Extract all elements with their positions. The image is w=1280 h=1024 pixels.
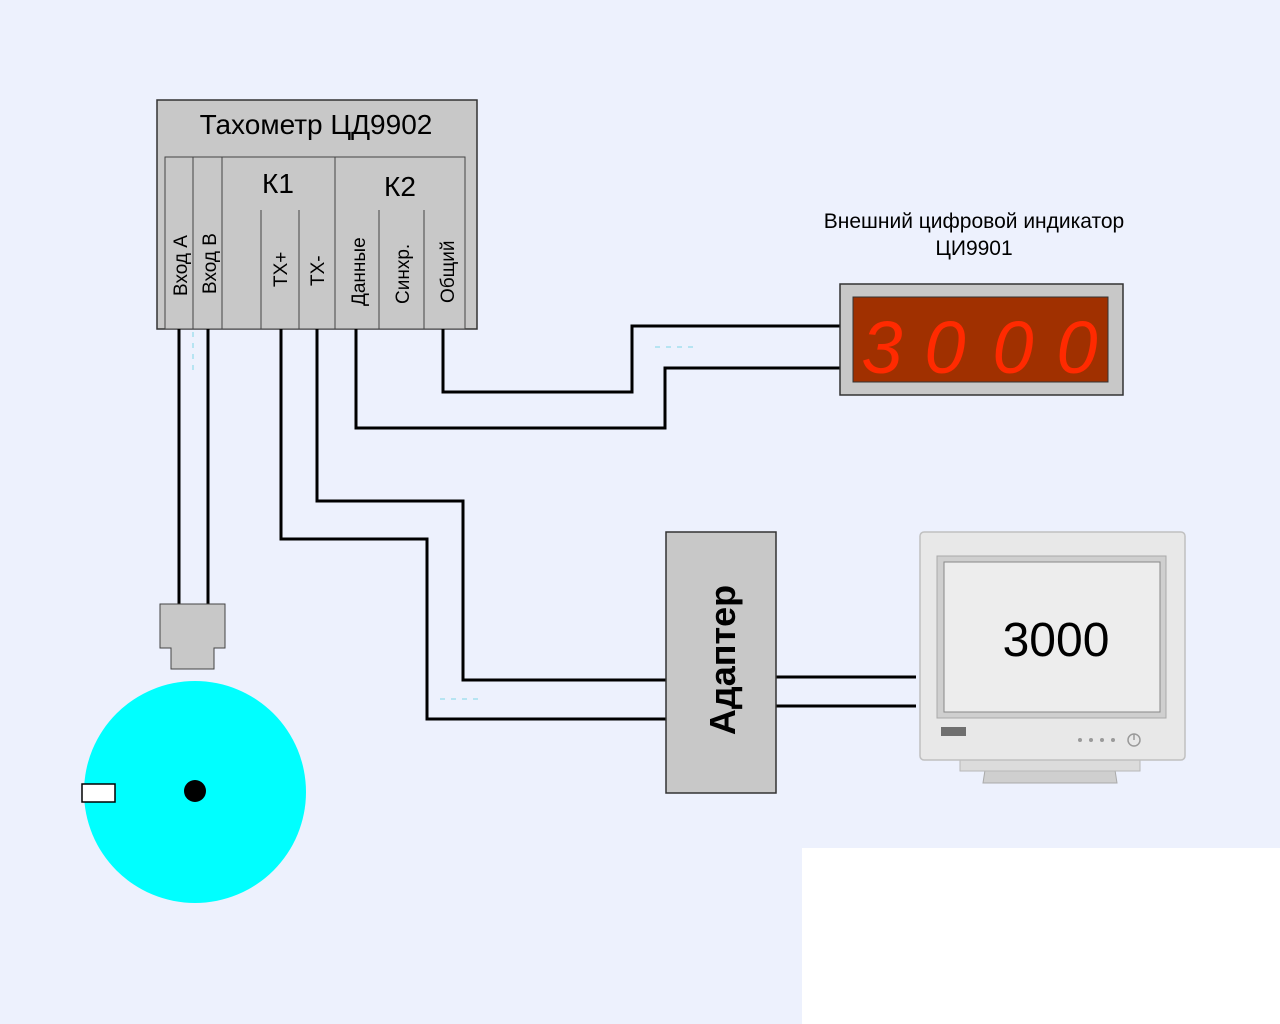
disk-axle xyxy=(184,780,206,802)
indicator-digit: 0 xyxy=(1056,306,1097,389)
computer-monitor: 3000 xyxy=(919,531,1186,784)
tachometer-block: Тахометр ЦД9902 К1 К2 Вход А Вход В ТХ+ … xyxy=(156,99,478,330)
indicator-digit: 3 xyxy=(861,306,902,389)
pin-input-a: Вход А xyxy=(171,235,192,296)
pin-common: Общий xyxy=(438,240,459,303)
indicator-digit: 0 xyxy=(924,306,965,389)
tachometer-title: Тахометр ЦД9902 xyxy=(200,109,433,140)
external-indicator: Внешний цифровой индикатор ЦИ9901 3 0 0 … xyxy=(824,210,1125,396)
indicator-screen xyxy=(852,296,1109,383)
monitor-controls xyxy=(1078,738,1115,742)
adapter-block: Адаптер xyxy=(665,531,777,794)
disk-notch xyxy=(81,783,116,803)
connector-k1-label: К1 xyxy=(262,168,294,199)
connector-k2-label: К2 xyxy=(384,171,416,202)
monitor-value: 3000 xyxy=(1003,614,1110,667)
pin-sync: Синхр. xyxy=(393,244,414,304)
pin-input-b: Вход В xyxy=(200,233,221,294)
indicator-title-line1: Внешний цифровой индикатор xyxy=(824,210,1125,233)
sensor-plug xyxy=(159,603,226,670)
pin-tx-minus: ТХ- xyxy=(308,255,329,286)
indicator-title-line2: ЦИ9901 xyxy=(935,237,1012,260)
pin-data: Данные xyxy=(349,237,370,306)
blank-corner xyxy=(802,848,1280,1024)
monitor-brand-badge xyxy=(941,727,966,736)
speed-sensor xyxy=(81,603,306,903)
adapter-label: Адаптер xyxy=(702,585,743,735)
indicator-digit: 0 xyxy=(992,306,1033,389)
pin-tx-plus: ТХ+ xyxy=(271,252,292,287)
wires xyxy=(177,324,916,721)
monitor-screen xyxy=(943,561,1161,713)
